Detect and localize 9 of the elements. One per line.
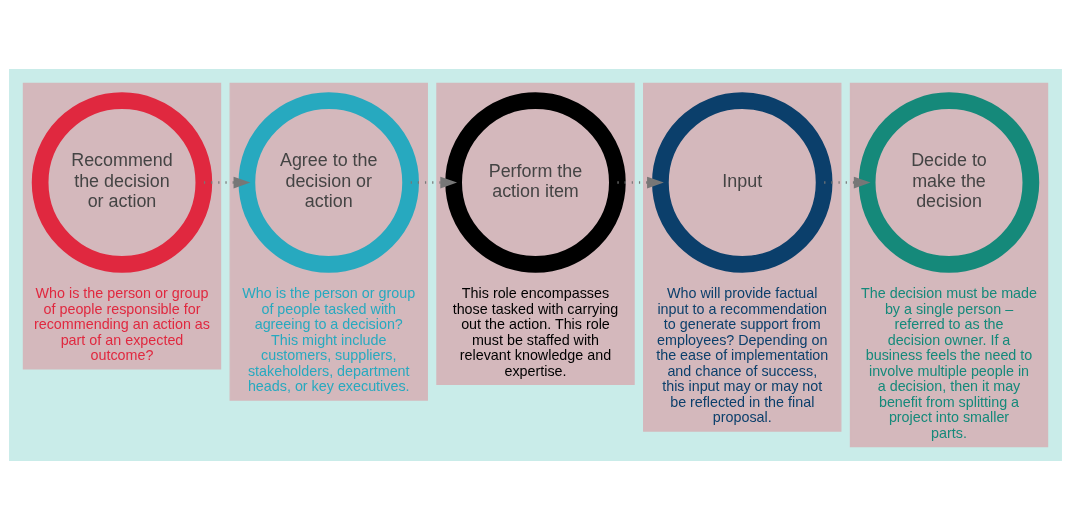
node-circle: Recommend the decision or action <box>31 91 213 273</box>
node-circle: Agree to the decision or action <box>238 91 419 273</box>
node-circle: Decide to make the decision <box>858 91 1040 273</box>
node-circle: Input <box>652 91 833 273</box>
arrow <box>824 176 871 188</box>
arrow <box>617 176 664 188</box>
arrow <box>203 176 251 188</box>
node-circle: Perform the action item <box>445 91 626 273</box>
arrow <box>410 176 458 188</box>
